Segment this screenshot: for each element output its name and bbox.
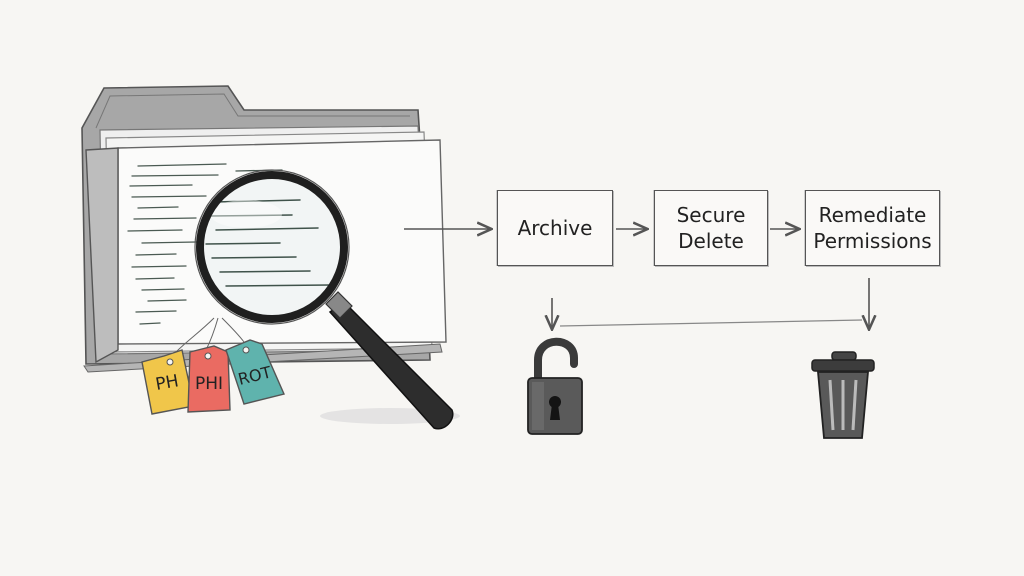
tag-phi [187, 345, 231, 413]
step-remediate-permissions-label: Remediate Permissions [813, 203, 932, 253]
step-archive-box: Archive [497, 190, 613, 266]
connector-line [559, 319, 863, 327]
step-archive-label: Archive [517, 216, 593, 240]
tag-ph [141, 349, 195, 415]
tag-rot [225, 339, 285, 405]
open-padlock-icon [527, 337, 583, 435]
step-remediate-permissions-box: Remediate Permissions [805, 190, 940, 266]
flow-arrows [404, 229, 869, 328]
tag-ph-label: PH [154, 371, 180, 395]
step-secure-delete-box: Secure Delete [654, 190, 768, 266]
tag-phi-label: PHI [195, 374, 223, 394]
step-secure-delete-label: Secure Delete [676, 203, 746, 253]
trash-can-icon [811, 351, 875, 439]
magnifying-glass-icon [194, 169, 460, 430]
